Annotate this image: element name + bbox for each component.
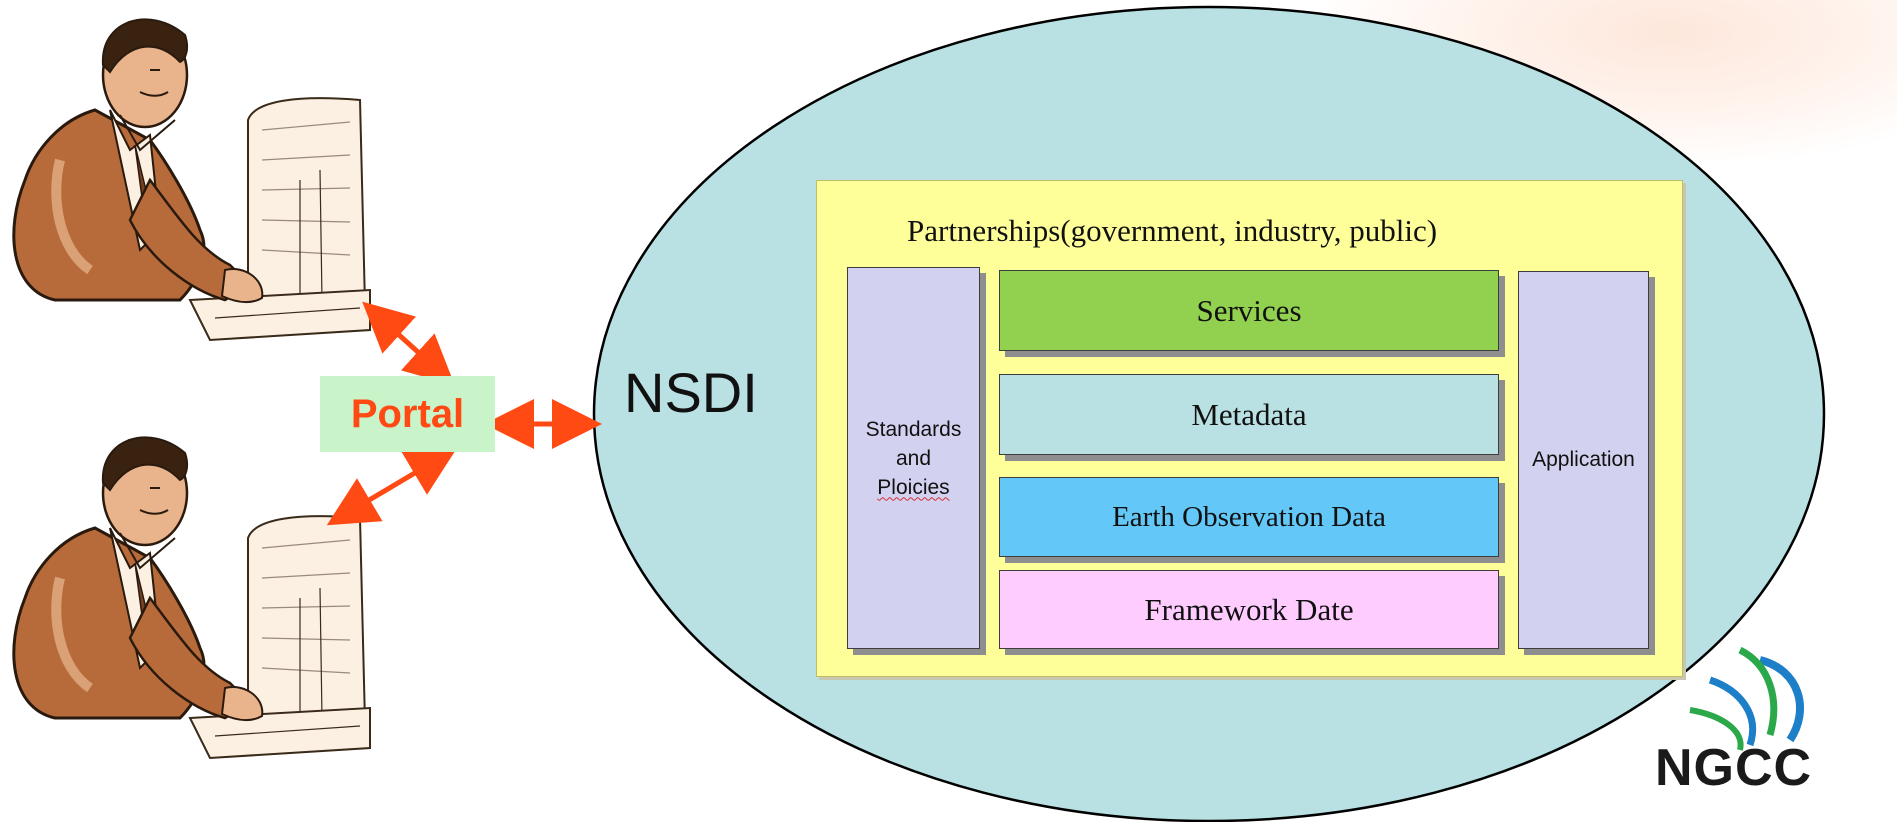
services-layer: Services [999, 270, 1499, 351]
standards-policies-pillar: Standards and Ploicies [847, 267, 980, 649]
nsdi-framework-panel: Partnerships(government, industry, publi… [816, 180, 1683, 677]
application-label: Application [1532, 448, 1635, 471]
metadata-layer: Metadata [999, 374, 1499, 455]
earth-observation-data-layer: Earth Observation Data [999, 477, 1499, 557]
and-label: and [895, 446, 932, 470]
partnerships-title: Partnerships(government, industry, publi… [907, 213, 1438, 248]
portal-box: Portal [320, 376, 495, 452]
standards-label: Standards [865, 417, 962, 441]
user-at-computer-icon [12, 18, 371, 342]
ngcc-logo-text: NGCC [1655, 739, 1813, 797]
application-pillar: Application [1518, 271, 1649, 649]
earth-observation-data-label: Earth Observation Data [1112, 500, 1386, 533]
user-at-computer-icon [12, 436, 371, 760]
policies-label: Ploicies [877, 475, 950, 499]
arrow-top-user-to-portal [362, 301, 455, 386]
framework-data-label: Framework Date [1144, 591, 1354, 627]
portal-label: Portal [350, 391, 465, 436]
arrow-bottom-user-to-portal [326, 447, 458, 526]
globe-logo-icon [1689, 646, 1804, 751]
nsdi-label: NSDI [624, 361, 758, 424]
framework-data-layer: Framework Date [999, 570, 1499, 649]
services-label: Services [1196, 292, 1302, 328]
metadata-label: Metadata [1191, 396, 1307, 432]
